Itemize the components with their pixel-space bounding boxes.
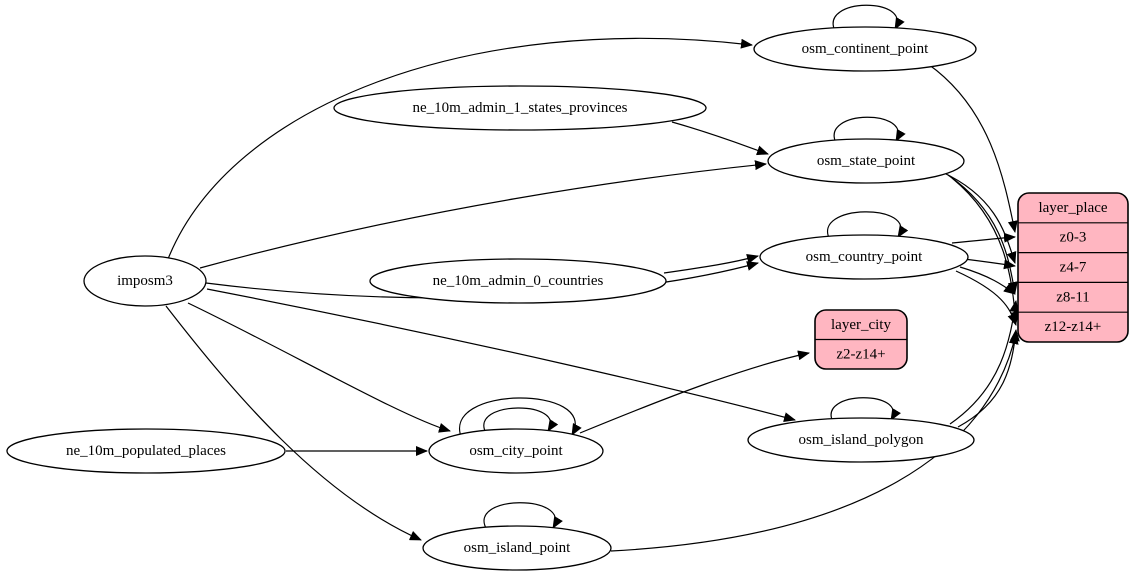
osm_country_point-ellipse <box>759 234 969 280</box>
edge-osm_country_point-to-layer_place-z12-z14+ <box>955 270 1018 326</box>
osm_continent_point-ellipse <box>753 26 977 72</box>
edge-osm_city_point-to-osm_city_point <box>459 397 582 440</box>
edge-osm_country_point-to-layer_place-z0-3 <box>951 232 1016 244</box>
layer_place-row-z8-11: z8-11 <box>1056 289 1090 305</box>
edge-osm_country_point-to-osm_country_point <box>827 211 909 241</box>
node-layer_place: layer_place z0-3 z4-7 z8-11 z12-z14+ <box>1017 192 1129 343</box>
node-osm_island_polygon: osm_island_polygon <box>747 417 975 463</box>
osm_island_polygon-label: osm_island_polygon <box>798 432 924 448</box>
layer_place-row-layer_place: layer_place <box>1038 200 1107 216</box>
node-osm_island_point: osm_island_point <box>422 525 612 571</box>
layer_city-row-layer_city: layer_city <box>831 317 891 333</box>
osm_island_polygon-ellipse <box>747 417 975 463</box>
edge-osm_island_point-to-osm_island_point <box>483 502 563 531</box>
osm_continent_point-label: osm_continent_point <box>802 41 929 57</box>
edge-osm_continent_point-to-layer_place-z0-3 <box>927 63 1018 233</box>
edge-imposm3-to-osm_city_point <box>187 302 451 433</box>
node-imposm3: imposm3 <box>83 255 207 307</box>
imposm3-ellipse <box>83 255 207 307</box>
layer_place-row-z0-3: z0-3 <box>1060 230 1087 246</box>
osm_island_point-label: osm_island_point <box>464 540 572 556</box>
osm_country_point-label: osm_country_point <box>806 249 923 265</box>
layer_place-row-z12-z14+: z12-z14+ <box>1045 319 1102 335</box>
node-ne_10m_admin_1_states_provinces: ne_10m_admin_1_states_provinces <box>333 85 707 131</box>
edges-layer <box>165 4 1020 552</box>
edge-osm_state_point-to-layer_place-z4-7 <box>941 171 1017 264</box>
ne_10m_admin_0_countries-ellipse <box>369 258 667 304</box>
edge-osm_state_point-to-layer_place-z12-z14+ <box>951 177 1020 324</box>
edge-osm_city_point-to-layer_city-z2-z14+ <box>579 350 810 434</box>
node-osm_state_point: osm_state_point <box>767 138 965 184</box>
edge-osm_island_polygon-to-osm_island_polygon <box>830 397 901 423</box>
node-osm_city_point: osm_city_point <box>428 428 604 474</box>
edge-imposm3-to-osm_island_point <box>165 305 422 541</box>
imposm3-label: imposm3 <box>117 273 173 289</box>
ne_10m_admin_1_states_provinces-label: ne_10m_admin_1_states_provinces <box>413 100 628 116</box>
edge-imposm3-to-osm_state_point <box>199 160 767 269</box>
ne_10m_populated_places-ellipse <box>6 428 286 474</box>
osm_state_point-ellipse <box>767 138 965 184</box>
node-osm_country_point: osm_country_point <box>759 234 969 280</box>
edge-ne_10m_admin_1_states_provinces-to-osm_state_point <box>671 121 769 156</box>
node-osm_continent_point: osm_continent_point <box>753 26 977 72</box>
node-layer_city: layer_city z2-z14+ <box>814 309 908 370</box>
node-ne_10m_admin_0_countries: ne_10m_admin_0_countries <box>369 258 667 304</box>
edge-imposm3-to-osm_continent_point <box>167 37 753 260</box>
osm_island_point-ellipse <box>422 525 612 571</box>
edge-osm_island_polygon-to-layer_place-z8-11 <box>949 300 1020 425</box>
edge-osm_country_point-to-layer_place-z4-7 <box>963 258 1016 270</box>
edge-osm_country_point-to-layer_place-z8-11 <box>959 266 1016 295</box>
edge-ne_10m_admin_0_countries-to-osm_country_point <box>663 254 759 274</box>
ne_10m_admin_0_countries-label: ne_10m_admin_0_countries <box>433 273 604 289</box>
osm_city_point-label: osm_city_point <box>469 443 563 459</box>
layer_place-record <box>1017 192 1129 343</box>
layer_place-row-z4-7: z4-7 <box>1060 260 1087 276</box>
edge-osm_state_point-to-layer_place-z8-11 <box>947 174 1018 294</box>
nodes-layer: imposm3 ne_10m_admin_1_states_provincesne… <box>6 26 1129 571</box>
osm_city_point-ellipse <box>428 428 604 474</box>
node-ne_10m_populated_places: ne_10m_populated_places <box>6 428 286 474</box>
edge-osm_continent_point-to-osm_continent_point <box>832 4 905 32</box>
osm_state_point-label: osm_state_point <box>817 153 916 169</box>
ne_10m_admin_1_states_provinces-ellipse <box>333 85 707 131</box>
edge-osm_island_point-to-layer_place-z12-z14+ <box>610 332 1019 552</box>
edge-osm_state_point-to-osm_state_point <box>833 116 906 144</box>
edge-imposm3-to-osm_island_polygon <box>206 288 796 422</box>
edge-osm_city_point-to-osm_city_point <box>483 407 559 434</box>
ne_10m_populated_places-label: ne_10m_populated_places <box>66 443 226 459</box>
layer_city-row-z2-z14+: z2-z14+ <box>836 346 885 362</box>
